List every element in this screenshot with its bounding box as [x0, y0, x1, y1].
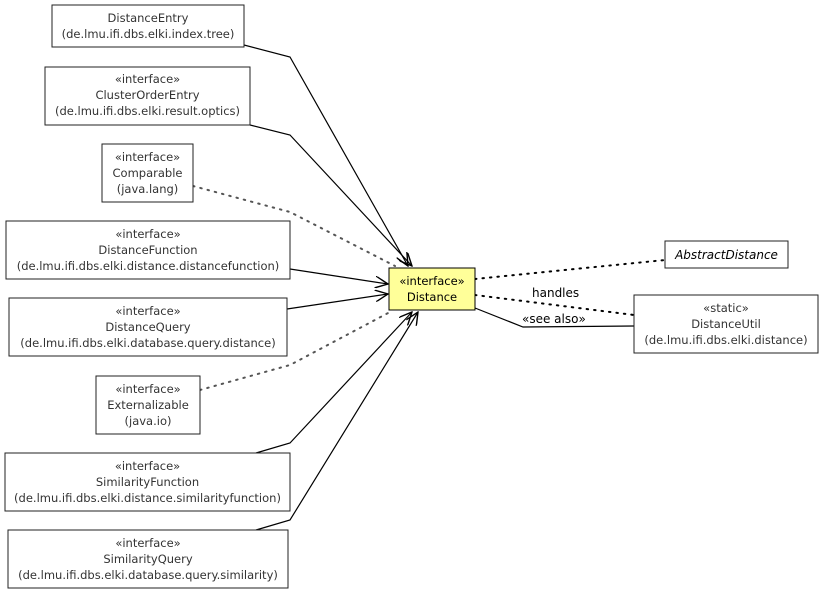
node-similarity-function[interactable]: «interface» SimilarityFunction (de.lmu.i…	[4, 452, 291, 512]
edge-distance-seealso-distanceutil	[474, 307, 635, 328]
edges: handles «see also»	[192, 44, 666, 531]
edge-clusterorderentry-to-distance	[249, 124, 412, 266]
node-stereotype: «interface»	[115, 382, 180, 396]
node-stereotype: «interface»	[115, 72, 180, 86]
node-name: SimilarityFunction	[96, 475, 199, 489]
edge-distanceentry-to-distance	[243, 44, 408, 266]
node-abstract-distance[interactable]: AbstractDistance	[664, 240, 789, 269]
node-name: Comparable	[113, 166, 183, 180]
node-stereotype: «interface»	[115, 304, 180, 318]
node-distance-entry[interactable]: DistanceEntry (de.lmu.ifi.dbs.elki.index…	[51, 4, 245, 48]
node-distance[interactable]: «interface» Distance	[388, 267, 476, 311]
node-stereotype: «interface»	[115, 150, 180, 164]
edge-similarityfunction-to-distance	[255, 312, 412, 454]
node-name: AbstractDistance	[674, 248, 778, 262]
node-package: (de.lmu.ifi.dbs.elki.result.optics)	[55, 104, 240, 118]
edge-label-see-also: «see also»	[522, 312, 586, 326]
node-package: (java.lang)	[117, 182, 179, 196]
node-package: (java.io)	[125, 414, 172, 428]
edge-similarityquery-to-distance	[255, 312, 418, 531]
node-package: (de.lmu.ifi.dbs.elki.distance)	[644, 333, 807, 347]
node-externalizable[interactable]: «interface» Externalizable (java.io)	[95, 375, 201, 435]
node-distance-query[interactable]: «interface» DistanceQuery (de.lmu.ifi.db…	[8, 297, 288, 357]
node-name: DistanceFunction	[98, 243, 197, 257]
node-package: (de.lmu.ifi.dbs.elki.index.tree)	[62, 27, 235, 41]
node-comparable[interactable]: «interface» Comparable (java.lang)	[101, 143, 194, 203]
edge-distancefunction-to-distance	[289, 268, 388, 284]
edge-distance-to-abstractdistance	[474, 259, 666, 280]
edge-comparable-to-distance	[192, 185, 396, 267]
node-name: Distance	[407, 290, 457, 304]
node-package: (de.lmu.ifi.dbs.elki.database.query.dist…	[20, 336, 275, 350]
edge-label-handles: handles	[532, 286, 579, 300]
node-stereotype: «interface»	[399, 274, 464, 288]
node-cluster-order-entry[interactable]: «interface» ClusterOrderEntry (de.lmu.if…	[44, 66, 251, 126]
node-name: DistanceQuery	[105, 320, 190, 334]
node-distance-function[interactable]: «interface» DistanceFunction (de.lmu.ifi…	[5, 220, 291, 280]
node-name: Externalizable	[107, 398, 189, 412]
node-package: (de.lmu.ifi.dbs.elki.database.query.simi…	[18, 568, 278, 582]
edge-distancequery-to-distance	[286, 294, 388, 310]
node-similarity-query[interactable]: «interface» SimilarityQuery (de.lmu.ifi.…	[7, 529, 289, 589]
node-stereotype: «interface»	[115, 536, 180, 550]
node-stereotype: «interface»	[115, 459, 180, 473]
node-stereotype: «interface»	[115, 227, 180, 241]
edge-externalizable-to-distance	[199, 311, 391, 391]
node-distance-util[interactable]: «static» DistanceUtil (de.lmu.ifi.dbs.el…	[633, 294, 819, 354]
node-package: (de.lmu.ifi.dbs.elki.distance.similarity…	[14, 491, 281, 505]
node-package: (de.lmu.ifi.dbs.elki.distance.distancefu…	[17, 259, 280, 273]
node-name: ClusterOrderEntry	[95, 88, 199, 102]
node-name: SimilarityQuery	[103, 552, 193, 566]
node-stereotype: «static»	[703, 301, 749, 315]
node-name: DistanceUtil	[691, 317, 761, 331]
node-name: DistanceEntry	[108, 11, 189, 25]
